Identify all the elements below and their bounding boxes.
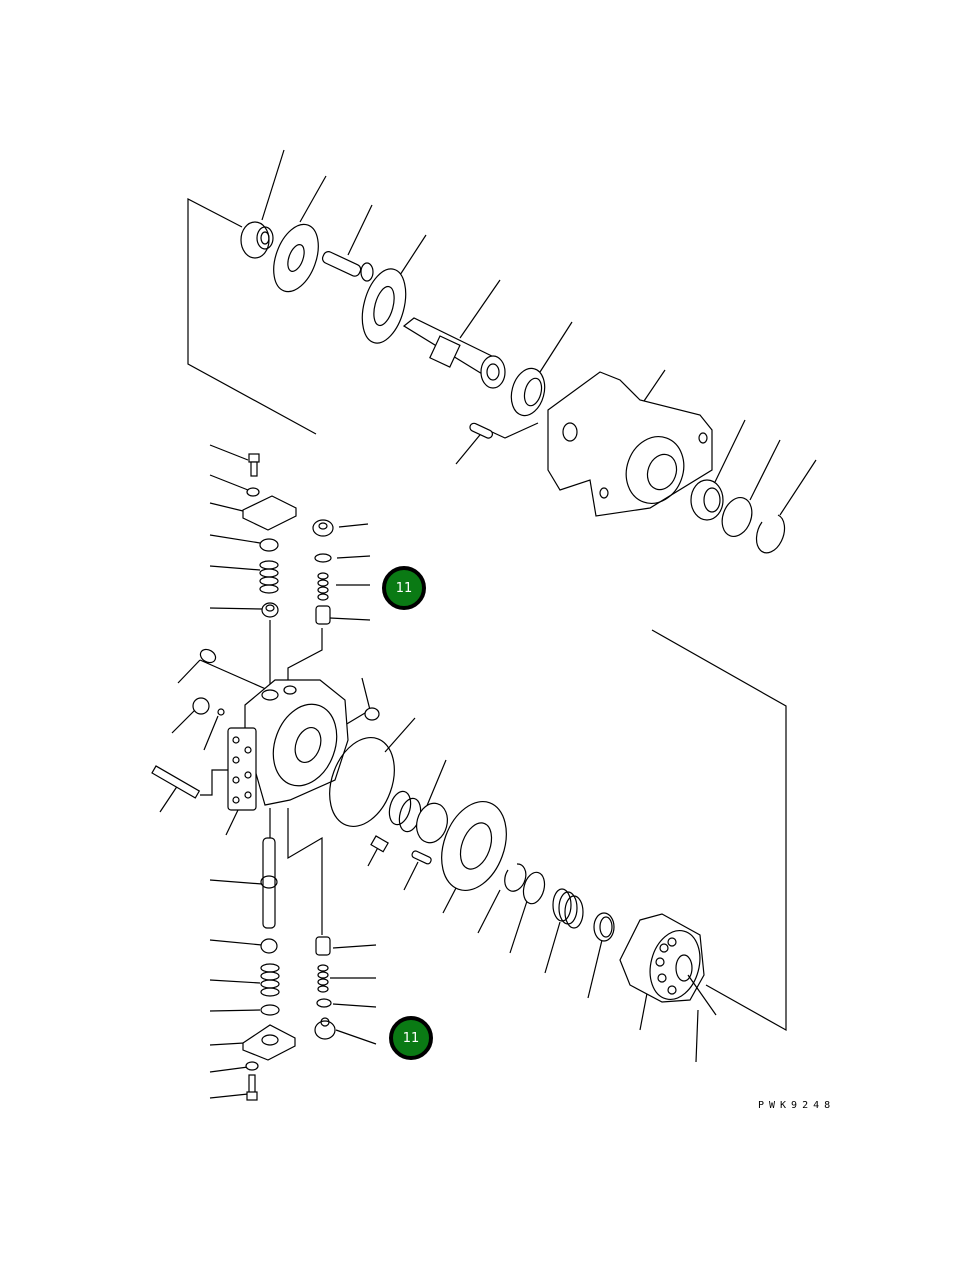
valve-block-side (227, 727, 257, 811)
bolt-long (151, 765, 201, 799)
snap-ring-upper (755, 514, 786, 554)
oring-large (329, 736, 395, 828)
valve-plate (441, 800, 507, 892)
rocker-pin (469, 422, 494, 439)
leader-lines-lower-right (367, 759, 699, 1063)
drive-shaft (402, 317, 506, 389)
shaft-pin (321, 251, 374, 282)
bearing-roller (416, 802, 448, 844)
bolt-top (248, 453, 260, 477)
end-cap (244, 679, 349, 806)
cover-plate-bottom (242, 1024, 296, 1061)
plug-right (312, 519, 334, 537)
washer-top (246, 487, 260, 497)
cylinder-block (619, 913, 705, 1003)
thrust-washer (361, 268, 407, 344)
plug-small-a (199, 648, 217, 664)
leader-lines-lower-left (209, 879, 377, 1099)
oring-right (314, 553, 332, 563)
case-housing (547, 371, 713, 517)
bearing-ring-pair (370, 790, 422, 853)
swash-plate (273, 223, 319, 293)
seat-left (261, 602, 279, 618)
leader-lines-center (159, 659, 416, 836)
pin-lower (411, 850, 432, 865)
spring-lower (552, 888, 584, 929)
bearing-shaft (510, 367, 546, 417)
washer-bottom (245, 1061, 259, 1071)
spring-lower-left (260, 963, 280, 997)
spring-right (317, 572, 329, 601)
ball-small (217, 708, 225, 716)
bushing-lower (593, 912, 615, 942)
oring-lower-right (316, 998, 332, 1008)
callout-badge-top[interactable]: 11 (382, 566, 426, 610)
seat-lower (260, 938, 278, 954)
lower-bracket (269, 629, 787, 1032)
cover-plate-top (242, 495, 297, 531)
ring-upper (721, 497, 753, 537)
callout-badge-bottom[interactable]: 11 (389, 1016, 433, 1060)
bolt-bottom (246, 1074, 258, 1101)
leader-lines-left (209, 444, 371, 688)
plug-lower-right (314, 1017, 336, 1040)
oring-lower-left (260, 1004, 280, 1016)
upper-group-bracket (187, 198, 317, 435)
spool-right (315, 605, 331, 625)
plug-right-small (364, 707, 380, 721)
ring-lower (522, 871, 546, 905)
drawing-code: PWK9248 (758, 1100, 836, 1111)
plug-small-b (192, 697, 210, 715)
leader-lines-upper (261, 149, 817, 516)
spool-left (260, 837, 278, 929)
bearing-upper (240, 221, 274, 259)
snap-ring-lower (504, 863, 527, 892)
oring-left (259, 538, 279, 552)
center-pin (687, 974, 717, 1016)
spool-lower-right (315, 936, 331, 956)
spring-left (259, 560, 279, 594)
spring-lower-right (317, 964, 329, 993)
oil-seal (690, 479, 724, 521)
